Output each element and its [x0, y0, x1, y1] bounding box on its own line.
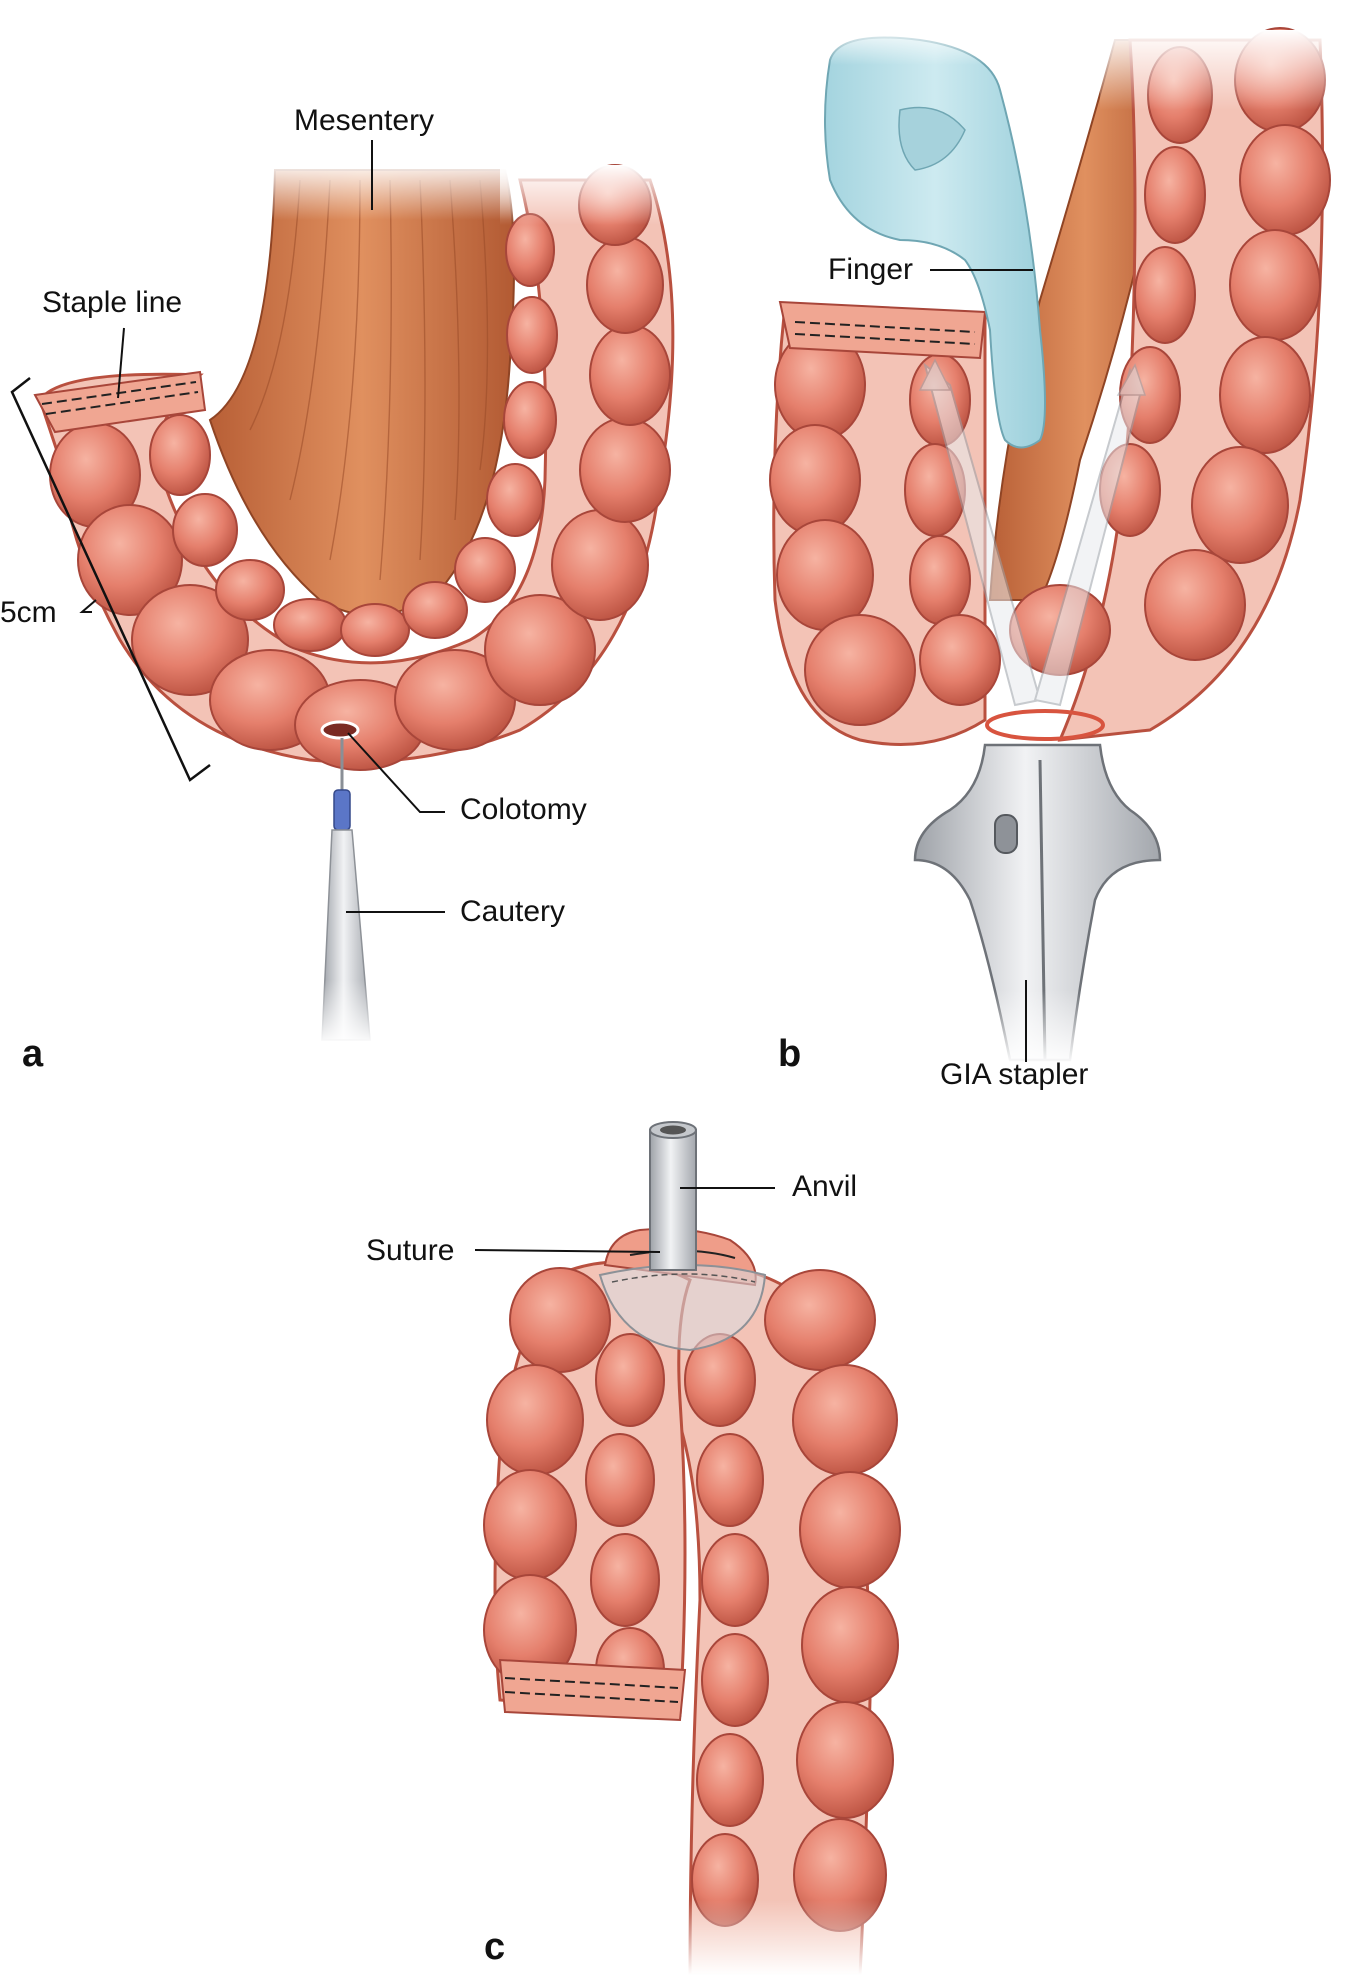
length-bracket [10, 377, 211, 782]
anvil-label: Anvil [792, 1170, 858, 1203]
suture-label: Suture [366, 1234, 455, 1267]
length-label: 5cm [0, 596, 57, 629]
panel-b-figure [769, 25, 1346, 1065]
panel-a-figure [10, 140, 690, 1045]
gia-stapler-label: GIA stapler [940, 1058, 1089, 1091]
panel-b-label: b [778, 1033, 802, 1075]
gia-stapler-handle [913, 743, 1162, 1065]
colotomy-label: Colotomy [460, 793, 587, 826]
panel-c-figure [474, 1121, 901, 1975]
panel-c-label: c [484, 1926, 506, 1968]
cautery-instrument [310, 738, 380, 1045]
cautery-label: Cautery [460, 895, 566, 928]
finger-label: Finger [828, 253, 914, 286]
anvil-assembly [598, 1121, 767, 1352]
gia-stapler-jaws [918, 358, 1147, 707]
finger-shape [824, 36, 1046, 449]
staple-line-label: Staple line [42, 286, 183, 319]
colotomy-opening [320, 720, 360, 740]
panel-a-label: a [22, 1033, 44, 1075]
mesentery-label: Mesentery [294, 104, 435, 137]
